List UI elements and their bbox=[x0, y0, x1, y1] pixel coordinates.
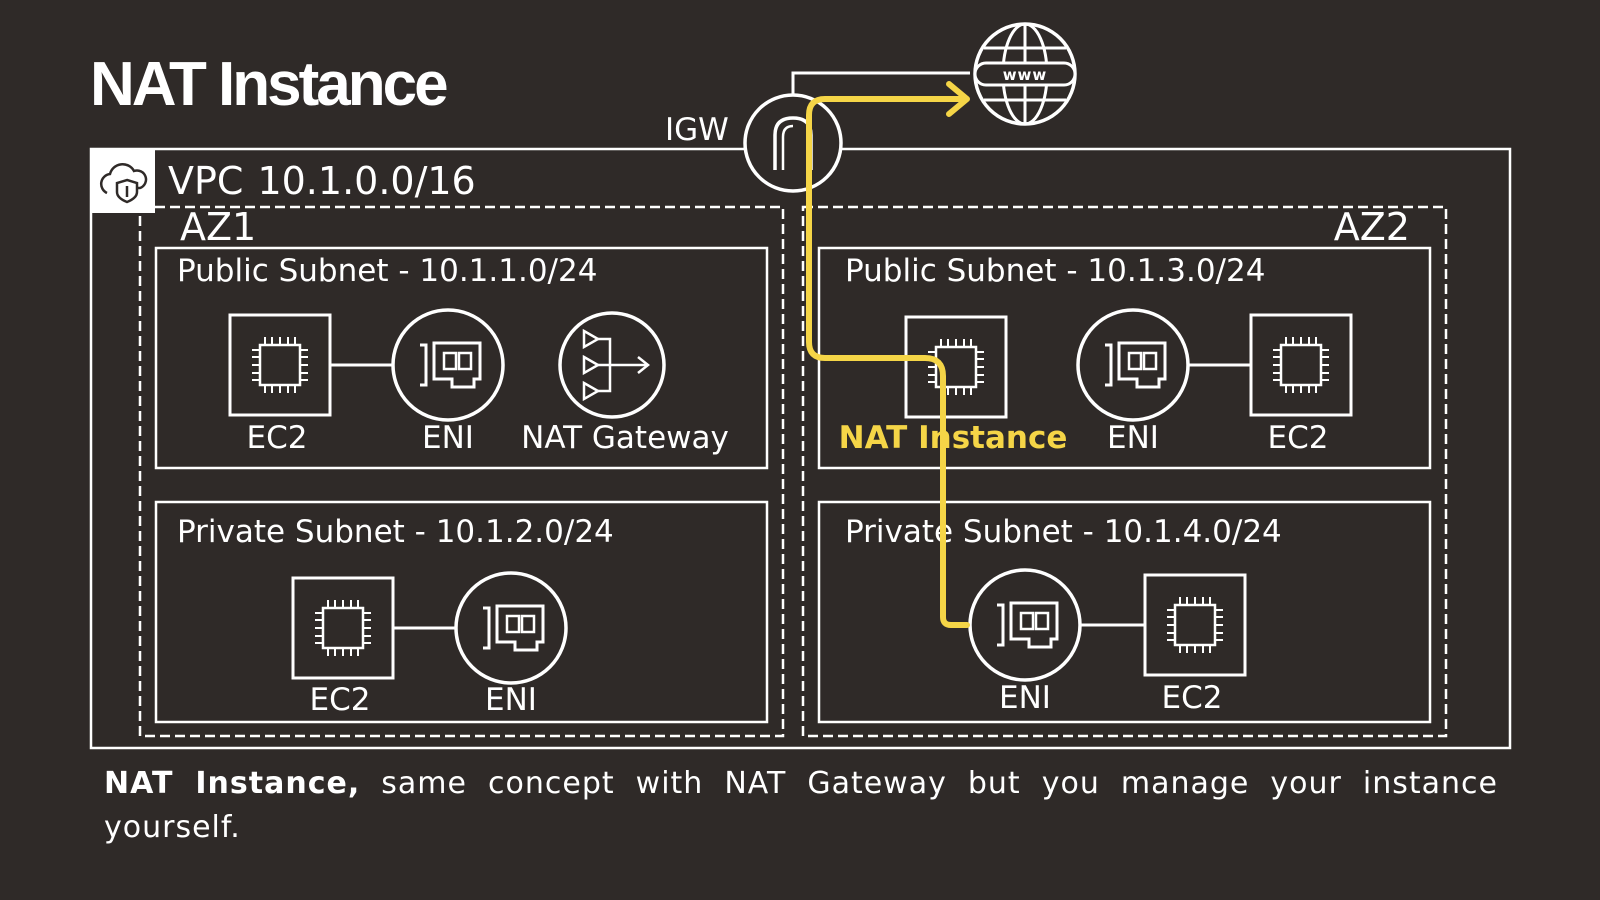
az1-label: AZ1 bbox=[180, 205, 256, 249]
az1-private-eni-label: ENI bbox=[485, 682, 537, 718]
az2-private-subnet bbox=[817, 500, 1432, 724]
az2-private-ec2-label: EC2 bbox=[1162, 680, 1223, 716]
az2-public-ec2-icon bbox=[1249, 313, 1353, 417]
az1-public-eni-label: ENI bbox=[422, 420, 474, 456]
caption-bold: NAT Instance, bbox=[104, 766, 361, 801]
nat-instance-label: NAT Instance bbox=[839, 420, 1068, 456]
az1-public-ec2-label: EC2 bbox=[247, 420, 308, 456]
az1-private-ec2-icon bbox=[291, 576, 395, 680]
az2-private-ec2-icon bbox=[1143, 573, 1247, 677]
vpc-cloud-shield-icon bbox=[100, 162, 148, 204]
az2-box bbox=[801, 205, 1448, 738]
az2-public-ec2-label: EC2 bbox=[1268, 420, 1329, 456]
nat-gateway-label: NAT Gateway bbox=[521, 420, 729, 456]
internet-label: www bbox=[1003, 66, 1048, 84]
caption-text: same concept with NAT Gateway but you ma… bbox=[104, 766, 1498, 845]
az1-private-subnet-label: Private Subnet - 10.1.2.0/24 bbox=[177, 514, 614, 550]
az1-public-subnet bbox=[154, 246, 769, 470]
igw-internet-link bbox=[791, 71, 970, 95]
az1-private-ec2-label: EC2 bbox=[310, 682, 371, 718]
az1-public-ec2-icon bbox=[228, 313, 332, 417]
az2-private-subnet-label: Private Subnet - 10.1.4.0/24 bbox=[845, 514, 1282, 550]
page-title: NAT Instance bbox=[90, 50, 447, 119]
az2-private-eni-label: ENI bbox=[999, 680, 1051, 716]
az1-public-eni-icon bbox=[391, 308, 505, 422]
az2-public-subnet-label: Public Subnet - 10.1.3.0/24 bbox=[845, 253, 1265, 289]
traffic-arrowhead bbox=[946, 81, 970, 117]
traffic-path bbox=[806, 96, 970, 628]
az2-label: AZ2 bbox=[1334, 205, 1410, 249]
az1-box bbox=[138, 205, 785, 738]
igw-icon bbox=[743, 93, 843, 193]
az1-private-subnet bbox=[154, 500, 769, 724]
igw-label: IGW bbox=[665, 112, 729, 148]
globe-icon bbox=[973, 22, 1077, 126]
az2-public-eni-icon bbox=[1076, 308, 1190, 422]
nat-instance-icon bbox=[904, 315, 1008, 419]
az2-public-eni-label: ENI bbox=[1107, 420, 1159, 456]
az1-public-subnet-label: Public Subnet - 10.1.1.0/24 bbox=[177, 253, 597, 289]
az2-private-eni-icon bbox=[968, 568, 1082, 682]
caption: NAT Instance, same concept with NAT Gate… bbox=[104, 762, 1498, 850]
nat-gateway-icon bbox=[558, 311, 666, 419]
az1-private-eni-icon bbox=[454, 571, 568, 685]
